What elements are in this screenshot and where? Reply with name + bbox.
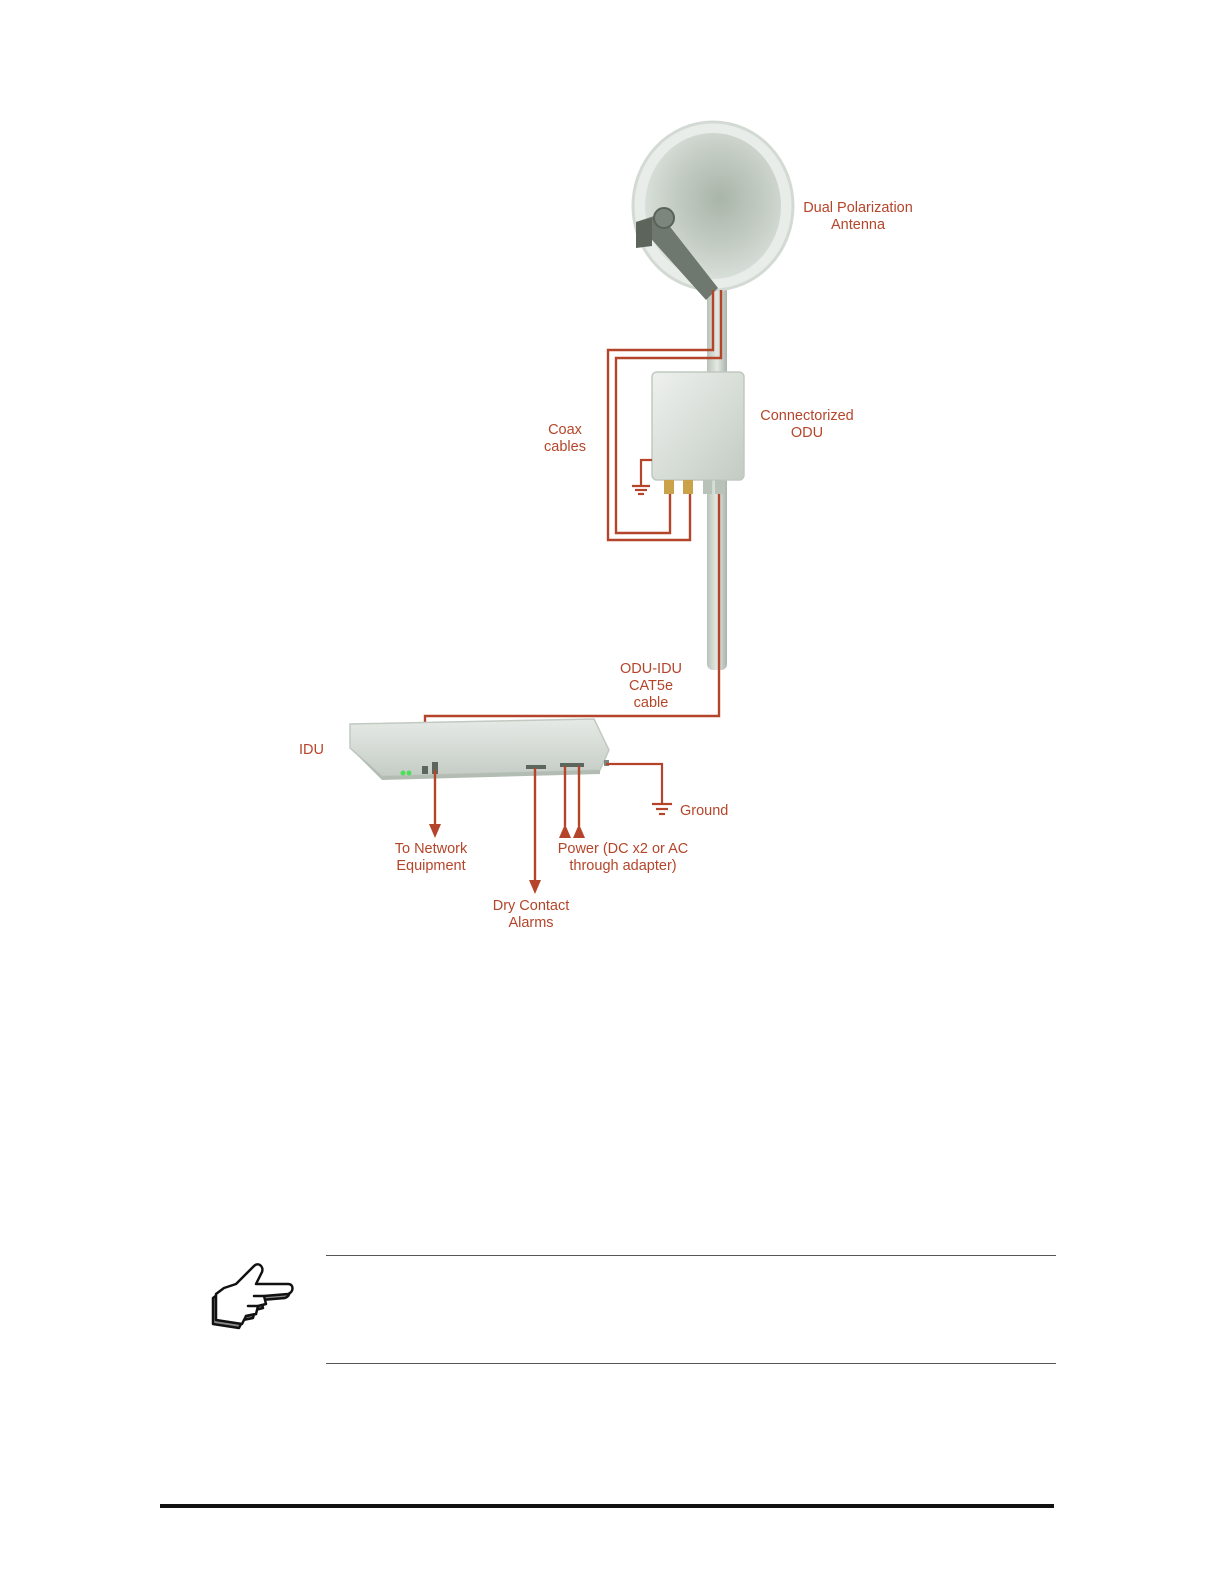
antenna-label: Dual Polarization Antenna xyxy=(796,200,920,234)
alarms-label: Dry Contact Alarms xyxy=(484,898,578,932)
note-bottom-rule xyxy=(326,1363,1056,1364)
ground-label: Ground xyxy=(680,803,728,820)
note-top-rule xyxy=(326,1255,1056,1256)
odu-label: Connectorized ODU xyxy=(754,408,860,442)
idu-label: IDU xyxy=(299,742,324,759)
footer-rule xyxy=(160,1504,1054,1508)
idu-unit xyxy=(350,719,609,780)
odu-unit xyxy=(652,372,744,494)
coax-label: Coax cables xyxy=(536,422,594,456)
network-arrow xyxy=(429,770,441,838)
power-label: Power (DC x2 or AC through adapter) xyxy=(546,841,700,875)
idu-ground-symbol xyxy=(606,764,672,814)
pointing-hand-icon xyxy=(206,1258,296,1339)
odu-ground-symbol xyxy=(632,460,652,494)
cat5e-label: ODU-IDU CAT5e cable xyxy=(612,661,690,712)
antenna-dish xyxy=(633,122,793,290)
dry-contact-arrow xyxy=(529,768,541,894)
power-arrows xyxy=(559,766,585,838)
network-label: To Network Equipment xyxy=(384,841,478,875)
